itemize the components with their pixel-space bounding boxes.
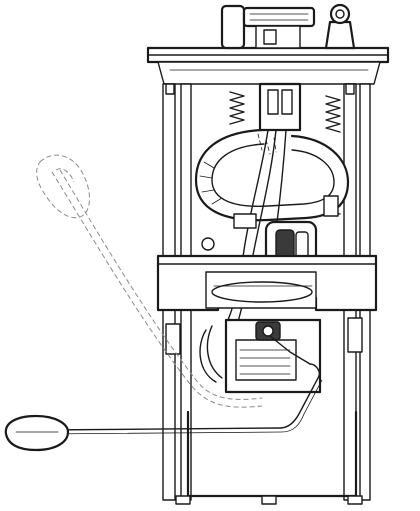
- fuel-outlet-port: [324, 3, 356, 50]
- lower-bucket: [165, 317, 363, 505]
- hose-inner: [211, 143, 335, 207]
- grommet-pin: [281, 89, 293, 115]
- resistor-traces: [239, 349, 291, 375]
- harness-grommet: [258, 82, 302, 132]
- reservoir-bracket: [156, 254, 378, 312]
- sender-pivot-icon: [262, 325, 274, 337]
- wire-sleeve: [257, 133, 277, 155]
- wire-3: [275, 129, 287, 231]
- hose-outer: [194, 128, 350, 222]
- lowered-float: [4, 414, 70, 452]
- raised-arm-rod-2: [59, 169, 263, 400]
- raised-float: [36, 154, 90, 219]
- arm-hook: [269, 335, 311, 365]
- pump-top-ring: [211, 281, 313, 303]
- top-flange: [146, 46, 390, 85]
- clip-bracket: [233, 213, 257, 229]
- fuel-hose: [194, 128, 350, 222]
- hose-ribs: [199, 161, 223, 205]
- fuel-pump-assembly: [199, 318, 322, 394]
- hose-clip: [201, 213, 257, 251]
- foot: [347, 495, 363, 505]
- right-spring-icon: [325, 95, 341, 133]
- outlet-base: [324, 20, 356, 50]
- lowered-arm-rod: [41, 363, 320, 431]
- connector-latch: [242, 6, 316, 28]
- float-arm-lowered: [4, 335, 323, 452]
- raised-float-inner: [55, 168, 75, 183]
- lowered-arm-rod-2: [41, 379, 323, 435]
- connector-body: [255, 25, 301, 49]
- connector-housing: [220, 4, 246, 50]
- connector-pin-block: [263, 29, 277, 45]
- left-rod-clip: [165, 323, 181, 355]
- screw-head: [345, 83, 355, 95]
- electrical-connector: [220, 4, 316, 50]
- outlet-nipple: [329, 3, 351, 25]
- collar-fasteners: [165, 83, 355, 95]
- right-rod-clip: [347, 317, 363, 353]
- left-spring-icon: [229, 91, 245, 125]
- float-arm-raised: [36, 154, 263, 408]
- screw-head: [165, 83, 175, 95]
- ground-wire-2: [206, 325, 223, 379]
- clip-bolt: [201, 237, 215, 251]
- regulator-fitting: [323, 195, 339, 217]
- foot: [261, 495, 277, 505]
- wiring-harness: [227, 82, 302, 323]
- foot: [175, 495, 191, 505]
- flange-collar: [157, 61, 381, 85]
- outlet-bore: [335, 9, 345, 19]
- bucket-wall: [186, 410, 358, 498]
- ground-wire: [199, 329, 217, 383]
- sender-card: [235, 339, 297, 381]
- grommet-pin: [267, 89, 279, 115]
